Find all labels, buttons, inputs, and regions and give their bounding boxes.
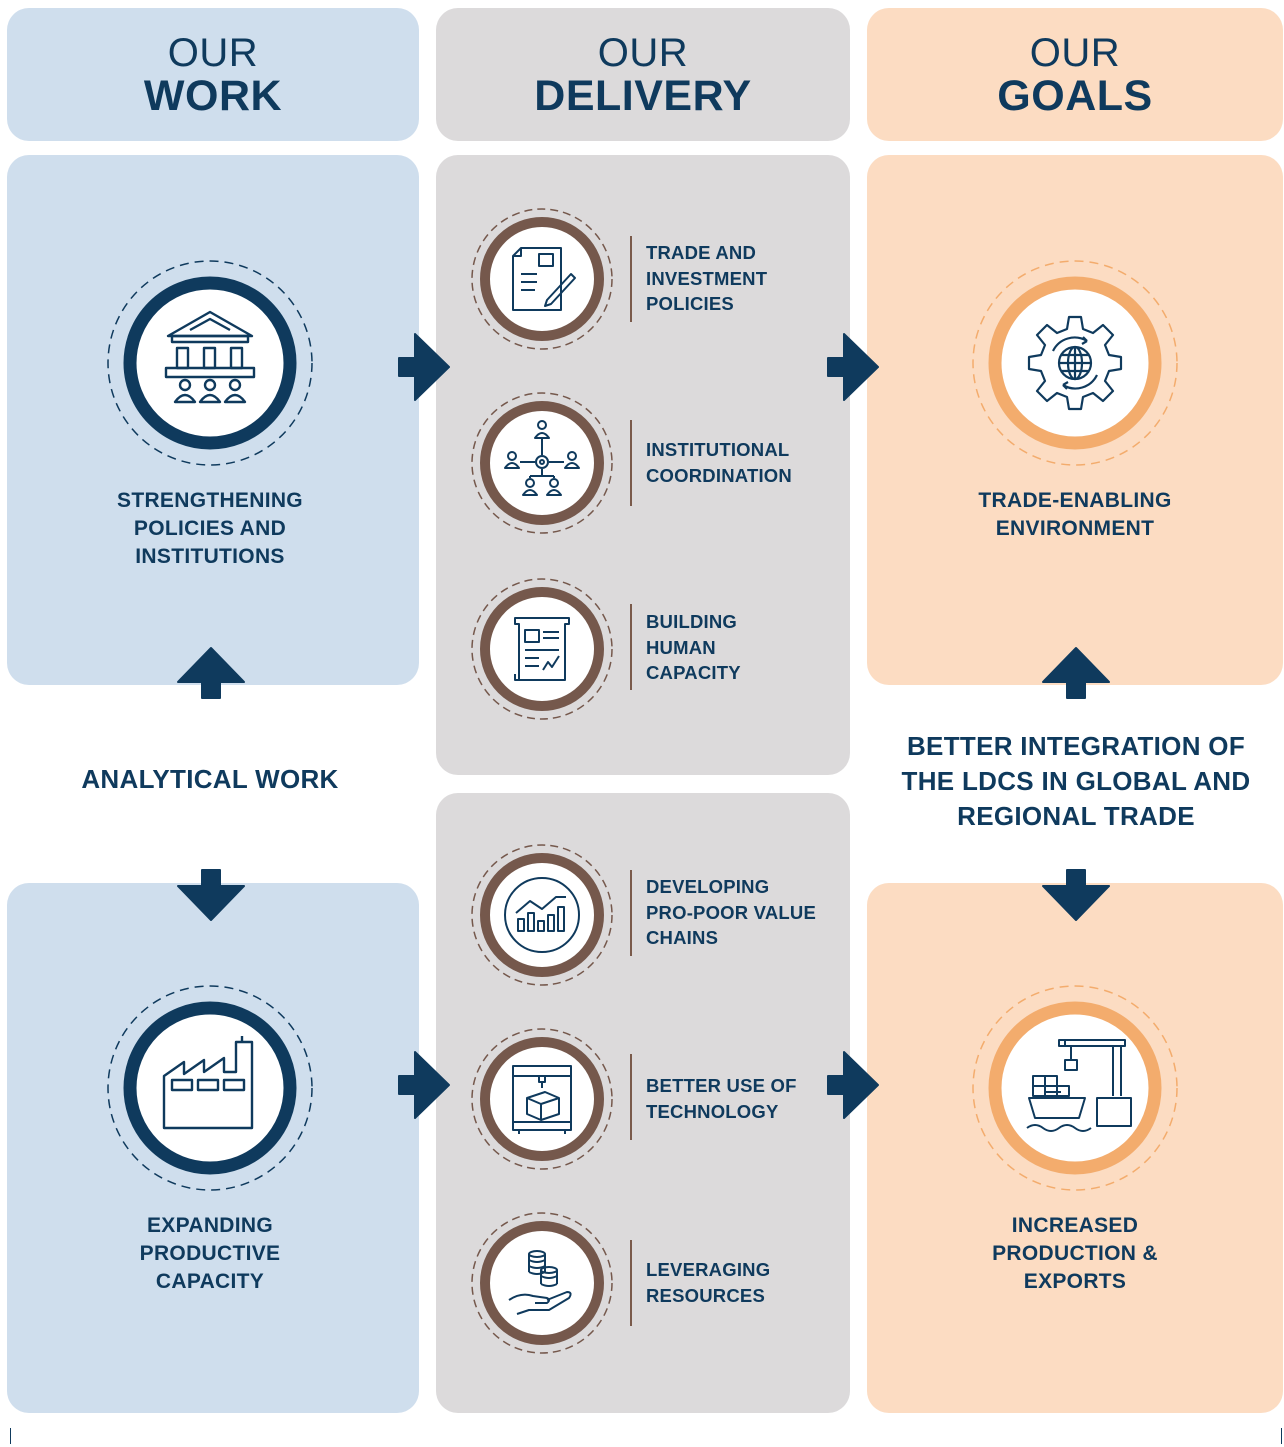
- policies-label: STRENGTHENING POLICIES AND INSTITUTIONS: [117, 489, 303, 568]
- delivery-label-4: DEVELOPING PRO-POOR VALUE CHAINS: [646, 876, 816, 948]
- factory-icon: [160, 1036, 260, 1136]
- delivery-divider-4: [630, 870, 632, 956]
- header-our-goals-line1: OUR: [1029, 30, 1121, 75]
- page-mark-left: [10, 1428, 11, 1444]
- analytical-work-label: ANALYTICAL WORK: [81, 764, 339, 794]
- delivery-label-5: BETTER USE OF TECHNOLOGY: [646, 1075, 797, 1122]
- delivery-ring-4: [470, 843, 614, 987]
- arrow-right-capacity-to-delivery: [397, 1050, 451, 1120]
- delivery-divider-1: [630, 236, 632, 322]
- arrow-right-policies-to-delivery: [397, 332, 451, 402]
- 3d-printer-icon: [507, 1064, 577, 1134]
- delivery-label-2: INSTITUTIONAL COORDINATION: [646, 439, 792, 486]
- document-pen-icon: [507, 244, 577, 314]
- arrow-right-delivery-to-exports: [826, 1050, 880, 1120]
- government-building-icon: [160, 306, 260, 406]
- policies-ring: [105, 258, 315, 468]
- header-our-delivery-line2: DELIVERY: [534, 71, 752, 120]
- header-our-goals-line2: GOALS: [997, 71, 1153, 120]
- delivery-label-1: TRADE AND INVESTMENT POLICIES: [646, 242, 768, 314]
- header-our-goals: OUR GOALS: [867, 8, 1283, 141]
- header-our-work-line1: OUR: [167, 30, 259, 75]
- delivery-divider-5: [630, 1054, 632, 1140]
- cargo-ship-crane-icon: [1025, 1036, 1135, 1136]
- exports-ring: [970, 983, 1180, 1193]
- arrow-down-analytical-to-capacity: [176, 868, 246, 922]
- arrow-down-integration-to-exports: [1041, 868, 1111, 922]
- exports-label: INCREASED PRODUCTION & EXPORTS: [992, 1214, 1158, 1293]
- delivery-label-3: BUILDING HUMAN CAPACITY: [646, 611, 741, 683]
- delivery-divider-2: [630, 420, 632, 506]
- delivery-label-6: LEVERAGING RESOURCES: [646, 1259, 771, 1306]
- arrow-up-analytical-to-policies: [176, 646, 246, 700]
- delivery-divider-6: [630, 1240, 632, 1326]
- coins-hand-icon: [507, 1248, 577, 1318]
- header-our-delivery-line1: OUR: [597, 30, 689, 75]
- arrow-right-delivery-to-environment: [826, 332, 880, 402]
- network-people-icon: [502, 420, 582, 500]
- page-mark-right: [1281, 1428, 1282, 1444]
- environment-label: TRADE-ENABLING ENVIRONMENT: [978, 489, 1172, 540]
- arrow-up-integration-to-environment: [1041, 646, 1111, 700]
- globe-gear-icon: [1025, 313, 1125, 413]
- integration-label: BETTER INTEGRATION OF THE LDCS IN GLOBAL…: [901, 731, 1251, 831]
- report-scroll-icon: [507, 614, 577, 684]
- header-our-delivery: OUR DELIVERY: [436, 8, 850, 141]
- header-our-work: OUR WORK: [7, 8, 419, 141]
- bar-chart-growth-icon: [502, 875, 582, 955]
- header-our-work-line2: WORK: [143, 71, 283, 120]
- capacity-label: EXPANDING PRODUCTIVE CAPACITY: [139, 1214, 281, 1293]
- delivery-divider-3: [630, 604, 632, 690]
